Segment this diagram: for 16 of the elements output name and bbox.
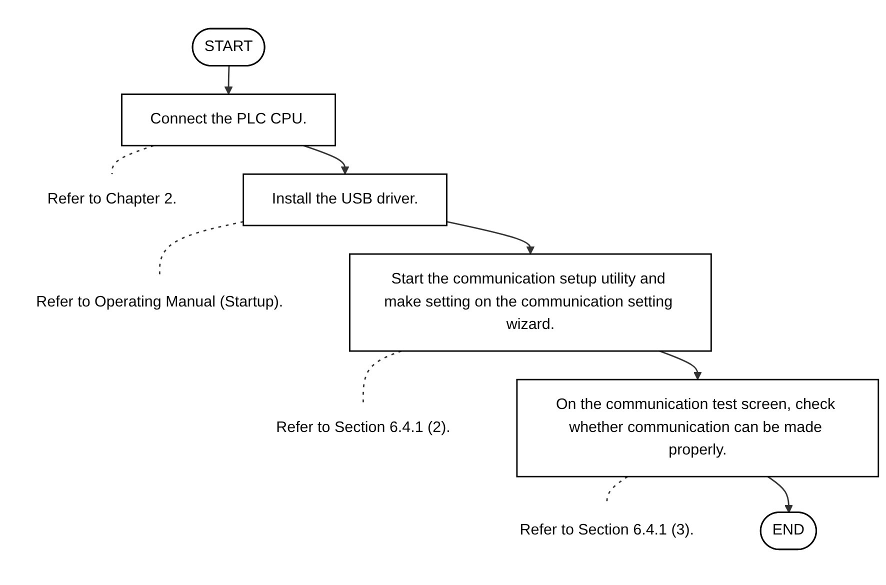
node-box: Install the USB driver. bbox=[242, 173, 448, 226]
arrow bbox=[446, 220, 535, 254]
connector bbox=[111, 144, 154, 174]
arrow bbox=[224, 66, 233, 95]
node-box: On the communication test screen, check whether communication can be made properly. bbox=[516, 378, 880, 478]
arrow bbox=[767, 476, 793, 514]
node-text: Refer to Operating Manual (Startup). bbox=[36, 294, 284, 310]
node-box: Connect the PLC CPU. bbox=[121, 93, 336, 146]
node-text: Refer to Section 6.4.1 (2). bbox=[276, 419, 450, 436]
connector bbox=[158, 220, 244, 277]
node-text: Refer to Section 6.4.1 (3). bbox=[520, 522, 694, 538]
arrow bbox=[303, 144, 350, 174]
connector bbox=[362, 350, 402, 402]
arrow bbox=[659, 350, 702, 380]
node-text: Refer to Chapter 2. bbox=[47, 191, 177, 208]
node-box: Start the communication setup utility and make setting on the communication setting wizard. bbox=[349, 253, 712, 352]
